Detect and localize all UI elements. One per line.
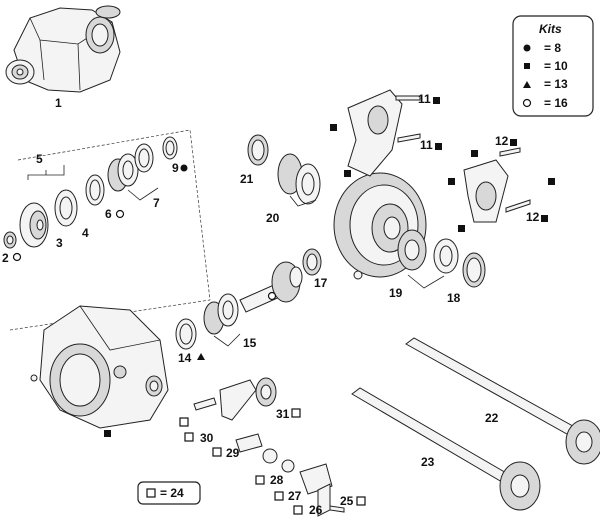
square-open-icon bbox=[356, 496, 366, 506]
square-filled-icon bbox=[435, 143, 442, 150]
circle-open-icon bbox=[12, 252, 22, 262]
callout-label: 25 bbox=[340, 494, 354, 508]
square-filled-icon bbox=[330, 124, 337, 131]
callout-label: 12 bbox=[526, 210, 540, 224]
square-filled-icon bbox=[548, 178, 555, 185]
callout-label: 1 bbox=[55, 96, 62, 110]
pinion-shaft-parts-drawing bbox=[3, 136, 178, 249]
callout-label: 3 bbox=[56, 236, 63, 250]
callout-label: 22 bbox=[485, 411, 499, 425]
differential-assembly-drawing bbox=[5, 5, 121, 93]
square-filled-icon bbox=[541, 215, 548, 222]
callout-label: 20 bbox=[266, 211, 280, 225]
kits-row-value: = 10 bbox=[544, 59, 568, 73]
callout-label: 11 bbox=[420, 138, 433, 152]
callout-label: 31 bbox=[276, 407, 290, 421]
kits-row-value: = 8 bbox=[544, 41, 561, 55]
callout-label: 30 bbox=[200, 431, 214, 445]
bearing-caps-drawing bbox=[347, 89, 531, 223]
square-open-legend: = 24 bbox=[137, 481, 201, 505]
callout-labels: 1 2 3 4 5 6 7 9 11 11 12 12 14 15 17 18 … bbox=[2, 92, 540, 517]
callout-label: 26 bbox=[309, 503, 323, 517]
square-filled-icon bbox=[471, 150, 478, 157]
legend-box-value: = 24 bbox=[160, 486, 184, 500]
callout-label: 5 bbox=[36, 152, 43, 166]
callout-label: 14 bbox=[178, 351, 192, 365]
kits-row-value: = 13 bbox=[544, 77, 568, 91]
square-filled-icon bbox=[458, 225, 465, 232]
square-filled-icon bbox=[104, 430, 111, 437]
callout-label: 6 bbox=[105, 207, 112, 221]
axle-housing-drawing bbox=[30, 305, 169, 429]
kits-row-value: = 16 bbox=[544, 96, 568, 110]
kit-markers bbox=[12, 97, 555, 515]
square-open-icon bbox=[293, 505, 303, 515]
square-open-icon bbox=[184, 432, 194, 442]
square-open-icon bbox=[255, 475, 265, 485]
callout-label: 9 bbox=[172, 161, 179, 175]
circle-open-icon bbox=[267, 291, 277, 301]
square-open-icon bbox=[212, 447, 222, 457]
callout-label: 23 bbox=[421, 455, 435, 469]
callout-label: 4 bbox=[82, 226, 89, 240]
callout-label: 19 bbox=[389, 286, 403, 300]
callout-label: 12 bbox=[495, 134, 509, 148]
square-filled-icon bbox=[433, 97, 440, 104]
shift-fork-parts-drawing bbox=[193, 377, 345, 517]
square-open-icon bbox=[146, 488, 156, 498]
square-open-icon bbox=[179, 417, 189, 427]
square-open-icon bbox=[291, 408, 301, 418]
ring-gear-carrier-drawing bbox=[247, 134, 486, 289]
callout-label: 21 bbox=[240, 172, 254, 186]
kits-title: Kits bbox=[539, 22, 562, 36]
square-filled-icon bbox=[448, 178, 455, 185]
square-filled-icon bbox=[510, 139, 517, 146]
callout-label: 27 bbox=[288, 489, 302, 503]
circle-open-icon bbox=[115, 209, 125, 219]
callout-label: 28 bbox=[270, 473, 284, 487]
square-filled-icon bbox=[344, 170, 351, 177]
triangle-filled-icon bbox=[523, 81, 531, 88]
triangle-filled-icon bbox=[197, 353, 205, 360]
callout-label: 7 bbox=[153, 196, 160, 210]
callout-label: 18 bbox=[447, 291, 461, 305]
callout-label: 15 bbox=[243, 336, 257, 350]
square-open-icon bbox=[274, 491, 284, 501]
pinion-bearing-drawing bbox=[175, 248, 322, 350]
circle-filled-icon bbox=[523, 44, 531, 52]
circle-open-icon bbox=[522, 98, 532, 108]
callout-label: 29 bbox=[226, 446, 240, 460]
axle-shafts-drawing bbox=[351, 337, 600, 511]
callout-label: 17 bbox=[314, 276, 328, 290]
circle-filled-icon bbox=[180, 164, 188, 172]
callout-label: 11 bbox=[418, 92, 431, 106]
square-filled-icon bbox=[524, 63, 530, 69]
kits-legend: Kits = 8 = 10 = 13 = 16 bbox=[512, 15, 594, 117]
callout-label: 2 bbox=[2, 251, 9, 265]
